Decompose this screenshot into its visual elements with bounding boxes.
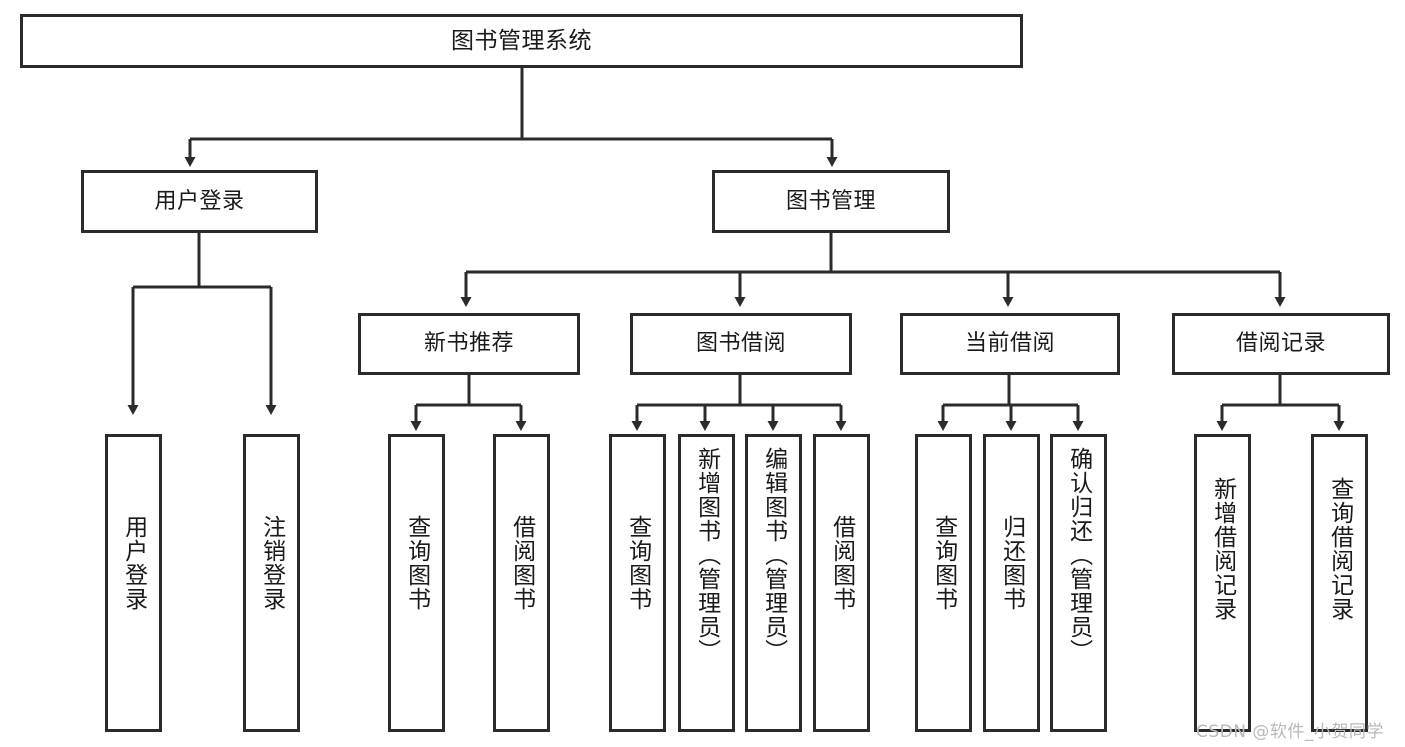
watermark: CSDN @软件_小贺同学 bbox=[1196, 722, 1384, 742]
node-leaf-borrow-book-1-label: 借阅图书 bbox=[508, 515, 535, 611]
node-borrow-record[interactable]: 借阅记录 bbox=[1172, 313, 1390, 375]
node-book-borrow[interactable]: 图书借阅 bbox=[630, 313, 852, 375]
node-leaf-edit-book-label: 编辑图书（管理员） bbox=[760, 447, 787, 663]
node-leaf-user-login-label: 用户登录 bbox=[120, 515, 147, 611]
node-leaf-borrow-book-1[interactable]: 借阅图书 bbox=[493, 434, 550, 732]
node-current-borrow-label: 当前借阅 bbox=[964, 331, 1055, 357]
node-leaf-confirm-return-label: 确认归还（管理员） bbox=[1065, 447, 1092, 663]
node-current-borrow[interactable]: 当前借阅 bbox=[900, 313, 1120, 375]
node-leaf-query-book-3[interactable]: 查询图书 bbox=[915, 434, 972, 732]
node-user-login-label: 用户登录 bbox=[154, 188, 245, 214]
node-leaf-add-book[interactable]: 新增图书（管理员） bbox=[678, 434, 735, 732]
node-leaf-query-book-2[interactable]: 查询图书 bbox=[609, 434, 666, 732]
node-new-book-recommend-label: 新书推荐 bbox=[423, 331, 514, 357]
node-leaf-query-record[interactable]: 查询借阅记录 bbox=[1311, 434, 1368, 732]
node-leaf-add-book-label: 新增图书（管理员） bbox=[693, 447, 720, 663]
node-book-manage-label: 图书管理 bbox=[785, 188, 876, 214]
node-leaf-query-record-label: 查询借阅记录 bbox=[1326, 477, 1353, 621]
node-leaf-logout-login[interactable]: 注销登录 bbox=[243, 434, 300, 732]
node-leaf-edit-book[interactable]: 编辑图书（管理员） bbox=[745, 434, 802, 732]
node-leaf-borrow-book-2-label: 借阅图书 bbox=[828, 515, 855, 611]
node-leaf-query-book-3-label: 查询图书 bbox=[930, 515, 957, 611]
node-leaf-user-login[interactable]: 用户登录 bbox=[105, 434, 162, 732]
node-leaf-query-book-1[interactable]: 查询图书 bbox=[388, 434, 445, 732]
node-leaf-return-book[interactable]: 归还图书 bbox=[983, 434, 1040, 732]
node-user-login[interactable]: 用户登录 bbox=[81, 170, 318, 233]
node-leaf-borrow-book-2[interactable]: 借阅图书 bbox=[813, 434, 870, 732]
node-leaf-return-book-label: 归还图书 bbox=[998, 515, 1025, 611]
node-book-manage[interactable]: 图书管理 bbox=[712, 170, 950, 233]
node-root[interactable]: 图书管理系统 bbox=[20, 14, 1023, 68]
node-leaf-add-record-label: 新增借阅记录 bbox=[1209, 477, 1236, 621]
node-leaf-add-record[interactable]: 新增借阅记录 bbox=[1194, 434, 1251, 732]
node-leaf-confirm-return[interactable]: 确认归还（管理员） bbox=[1050, 434, 1107, 732]
node-root-label: 图书管理系统 bbox=[451, 27, 592, 54]
node-book-borrow-label: 图书借阅 bbox=[695, 331, 786, 357]
node-leaf-query-book-2-label: 查询图书 bbox=[624, 515, 651, 611]
node-new-book-recommend[interactable]: 新书推荐 bbox=[358, 313, 580, 375]
node-borrow-record-label: 借阅记录 bbox=[1235, 331, 1326, 357]
node-leaf-logout-login-label: 注销登录 bbox=[258, 515, 285, 611]
node-leaf-query-book-1-label: 查询图书 bbox=[403, 515, 430, 611]
